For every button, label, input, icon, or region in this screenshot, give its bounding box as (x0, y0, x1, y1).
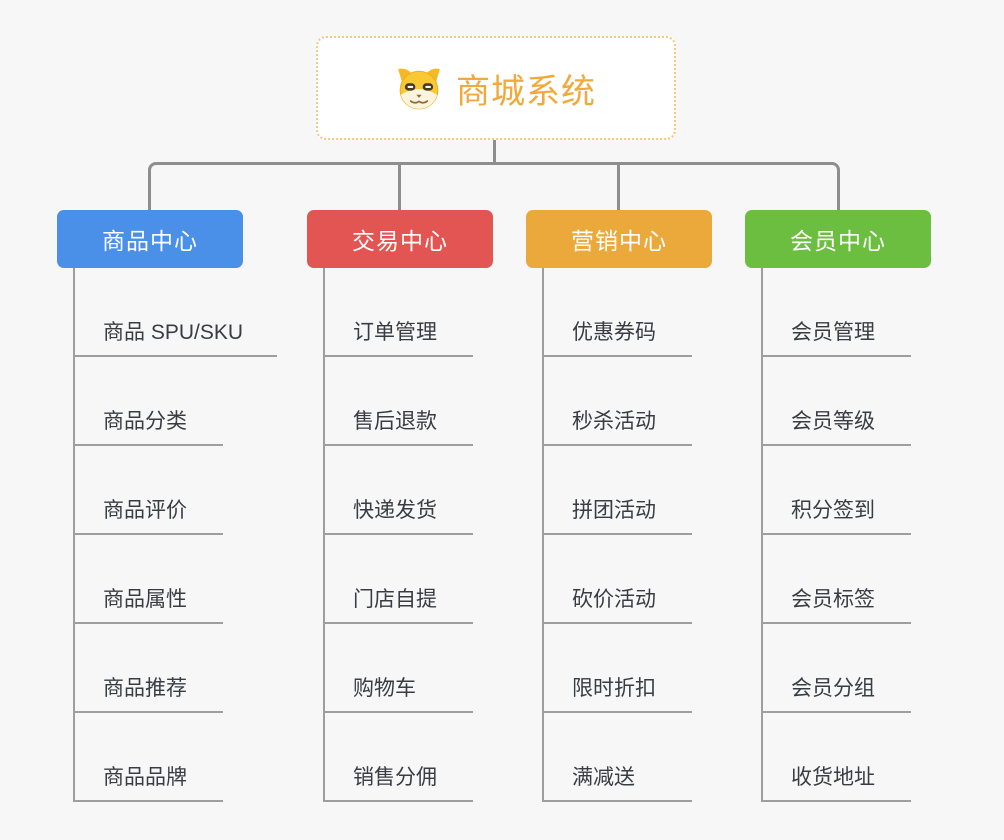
leaf-node-points-checkin[interactable]: 积分签到 (761, 446, 911, 535)
branch-trunk-line (542, 268, 544, 802)
leaf-node-shipping-address[interactable]: 收货地址 (761, 713, 911, 802)
root-node-label: 商城系统 (456, 72, 596, 111)
leaf-node-member-management[interactable]: 会员管理 (761, 268, 911, 357)
leaf-node-store-pickup[interactable]: 门店自提 (323, 535, 473, 624)
branch-children-member-center: 会员管理 会员等级 积分签到 会员标签 会员分组 收货地址 (761, 268, 911, 802)
branch-node-member-center[interactable]: 会员中心 (745, 210, 931, 268)
leaf-node-product-attribute[interactable]: 商品属性 (73, 535, 223, 624)
leaf-node-limited-time-discount[interactable]: 限时折扣 (542, 624, 692, 713)
leaf-node-member-tag[interactable]: 会员标签 (761, 535, 911, 624)
branch-trunk-line (323, 268, 325, 802)
leaf-node-flash-sale[interactable]: 秒杀活动 (542, 357, 692, 446)
branch-trunk-line (73, 268, 75, 802)
leaf-node-sales-commission[interactable]: 销售分佣 (323, 713, 473, 802)
branch-node-marketing-center[interactable]: 营销中心 (526, 210, 712, 268)
leaf-node-product-spu-sku[interactable]: 商品 SPU/SKU (73, 268, 278, 357)
leaf-node-group-buy[interactable]: 拼团活动 (542, 446, 692, 535)
leaf-node-shopping-cart[interactable]: 购物车 (323, 624, 473, 713)
branch-children-trade-center: 订单管理 售后退款 快递发货 门店自提 购物车 销售分佣 (323, 268, 473, 802)
connector-bus-line (148, 162, 840, 210)
dog-face-icon (396, 66, 442, 110)
connector-drop-line (398, 162, 401, 210)
leaf-node-product-review[interactable]: 商品评价 (73, 446, 223, 535)
branch-node-trade-center[interactable]: 交易中心 (307, 210, 493, 268)
leaf-node-after-sales-refund[interactable]: 售后退款 (323, 357, 473, 446)
leaf-node-member-group[interactable]: 会员分组 (761, 624, 911, 713)
connector-root-line (493, 140, 496, 165)
leaf-node-member-level[interactable]: 会员等级 (761, 357, 911, 446)
leaf-node-product-recommend[interactable]: 商品推荐 (73, 624, 223, 713)
branch-trunk-line (761, 268, 763, 802)
branch-children-marketing-center: 优惠券码 秒杀活动 拼团活动 砍价活动 限时折扣 满减送 (542, 268, 692, 802)
leaf-node-product-category[interactable]: 商品分类 (73, 357, 223, 446)
leaf-node-coupon-code[interactable]: 优惠券码 (542, 268, 692, 357)
root-node[interactable]: 商城系统 (316, 36, 676, 140)
branch-children-product-center: 商品 SPU/SKU 商品分类 商品评价 商品属性 商品推荐 商品品牌 (73, 268, 278, 802)
leaf-node-bargain-activity[interactable]: 砍价活动 (542, 535, 692, 624)
leaf-node-product-brand[interactable]: 商品品牌 (73, 713, 223, 802)
connector-drop-line (617, 162, 620, 210)
branch-node-product-center[interactable]: 商品中心 (57, 210, 243, 268)
leaf-node-express-delivery[interactable]: 快递发货 (323, 446, 473, 535)
leaf-node-full-reduction[interactable]: 满减送 (542, 713, 692, 802)
leaf-node-order-management[interactable]: 订单管理 (323, 268, 473, 357)
